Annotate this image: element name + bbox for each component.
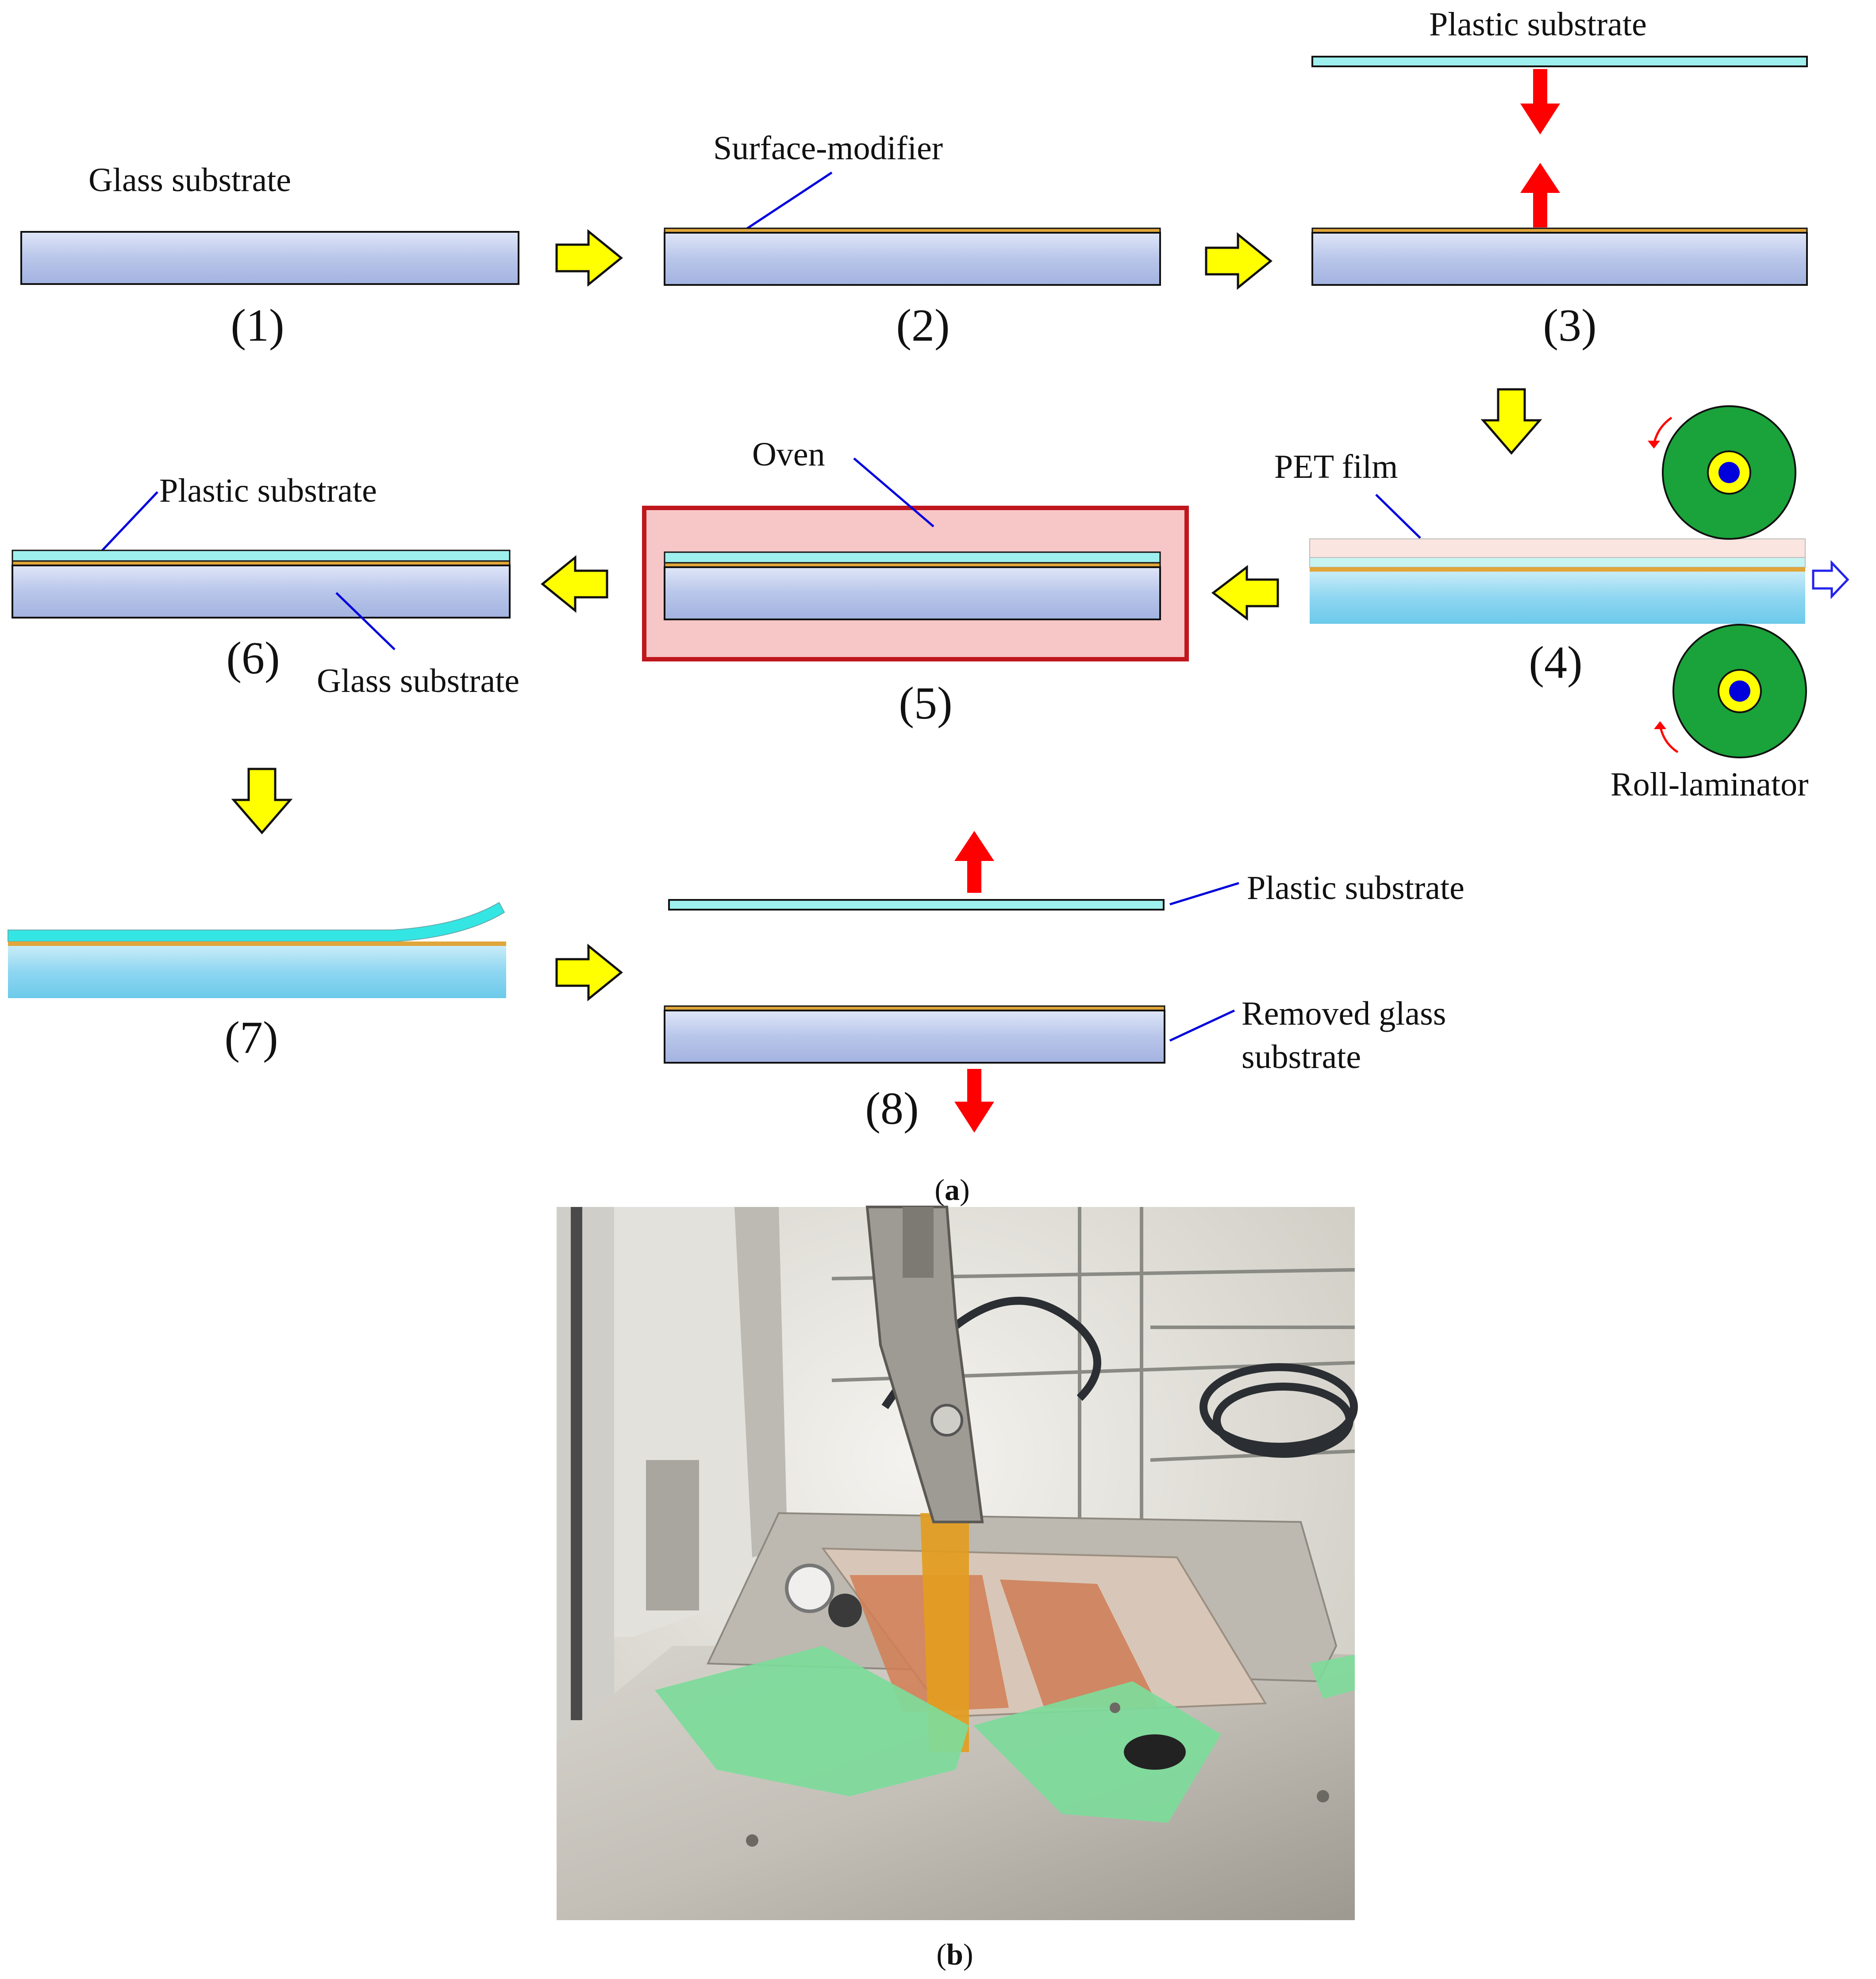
peeled-film xyxy=(920,1513,969,1752)
pointer-line xyxy=(1375,494,1421,539)
step-6-label-2: Glass substrate xyxy=(317,662,519,699)
yellow-arrow-right-icon xyxy=(555,943,623,1002)
surface-modifier-layer xyxy=(1310,567,1805,572)
step-8: Plastic substrate Removed glass substrat… xyxy=(664,831,1465,1134)
step-6: Plastic substrate (6) Glass substrate xyxy=(12,472,519,699)
pointer-line xyxy=(1169,882,1239,906)
step-1-number: (1) xyxy=(231,300,284,351)
step-7: (7) xyxy=(8,902,506,1063)
arrow-down-6-7 xyxy=(231,768,293,834)
glass-substrate xyxy=(8,946,506,998)
polyimide-strip xyxy=(1000,1579,1159,1708)
yellow-arrow-right-icon xyxy=(555,229,623,287)
pointer-line xyxy=(94,491,158,559)
yellow-arrow-right-icon xyxy=(1205,232,1272,290)
arrow-right-7-8 xyxy=(555,943,623,1002)
step-2: Surface-modifier (2) xyxy=(664,130,1161,351)
glass-substrate xyxy=(664,232,1161,286)
step-5: Oven (5) xyxy=(642,436,1189,729)
step-3-label: Plastic substrate xyxy=(1429,6,1647,43)
rotation-arrow-icon xyxy=(1659,725,1679,753)
step-5-label: Oven xyxy=(752,436,825,473)
arrow-left-4-5 xyxy=(1211,565,1279,621)
green-tape xyxy=(973,1681,1221,1823)
red-arrow-up-icon xyxy=(954,831,994,893)
plastic-substrate xyxy=(1311,56,1808,67)
glass-substrate xyxy=(12,565,511,619)
plastic-substrate xyxy=(664,551,1161,564)
glass-substrate xyxy=(664,566,1161,620)
bottom-roller xyxy=(1654,624,1807,758)
yellow-arrow-left-icon xyxy=(541,555,608,613)
step-4-number: (4) xyxy=(1529,637,1582,688)
step-5-number: (5) xyxy=(899,678,952,729)
direction-arrow-right-icon xyxy=(1812,560,1849,599)
plastic-substrate xyxy=(1309,557,1806,568)
red-arrow-down-icon xyxy=(1520,69,1560,134)
red-arrow-up-icon xyxy=(1520,163,1560,227)
step-2-label: Surface-modifier xyxy=(713,130,943,167)
step-3: Plastic substrate (3) xyxy=(1311,6,1808,351)
peel-test-photo xyxy=(557,1206,1358,1920)
peel-clamp xyxy=(865,1206,984,1523)
step-1-label: Glass substrate xyxy=(88,161,291,199)
panel-b-caption: (b) xyxy=(936,1937,973,1971)
yellow-arrow-down-icon xyxy=(231,768,293,834)
step-8-label-2-line-1: Removed glass xyxy=(1242,995,1446,1032)
step-6-number: (6) xyxy=(226,633,280,684)
arrow-right-1-2 xyxy=(555,229,623,287)
yellow-arrow-left-icon xyxy=(1211,565,1279,621)
pointer-line xyxy=(853,457,934,527)
step-7-number: (7) xyxy=(224,1012,278,1063)
top-roller xyxy=(1648,405,1796,540)
step-4: PET film (4) Roll-laminator xyxy=(1274,405,1849,803)
step-4-label-2: Roll-laminator xyxy=(1611,766,1808,803)
glass-substrate xyxy=(1310,572,1805,624)
pulley xyxy=(785,1564,834,1613)
red-arrow-down-icon xyxy=(954,1069,994,1133)
panel-a-caption: (a) xyxy=(934,1173,969,1207)
pet-film xyxy=(1309,538,1806,558)
arrow-down-3-4 xyxy=(1480,388,1542,455)
step-4-label: PET film xyxy=(1274,448,1398,485)
pointer-line xyxy=(335,592,396,650)
pointer-line xyxy=(1169,1009,1235,1042)
removed-glass-substrate xyxy=(664,1010,1165,1064)
surface-modifier-layer xyxy=(8,941,506,946)
step-8-label-2-line-2: substrate xyxy=(1242,1038,1361,1076)
rotation-arrow-icon xyxy=(1653,416,1672,445)
step-8-label: Plastic substrate xyxy=(1247,869,1465,907)
arrow-left-5-6 xyxy=(541,555,608,613)
pointer-line xyxy=(742,171,833,232)
glass-substrate xyxy=(20,231,519,285)
peeling-plastic-substrate xyxy=(8,902,505,942)
yellow-arrow-down-icon xyxy=(1480,388,1542,455)
plastic-substrate xyxy=(12,550,511,562)
arrow-right-2-3 xyxy=(1205,232,1272,290)
step-1: Glass substrate (1) xyxy=(20,161,519,351)
step-6-label: Plastic substrate xyxy=(159,472,377,509)
green-tape xyxy=(655,1646,969,1796)
step-8-number: (8) xyxy=(865,1083,919,1134)
plastic-substrate xyxy=(668,899,1165,911)
glass-substrate xyxy=(1311,232,1808,286)
step-3-number: (3) xyxy=(1543,300,1596,351)
step-2-number: (2) xyxy=(896,300,950,351)
